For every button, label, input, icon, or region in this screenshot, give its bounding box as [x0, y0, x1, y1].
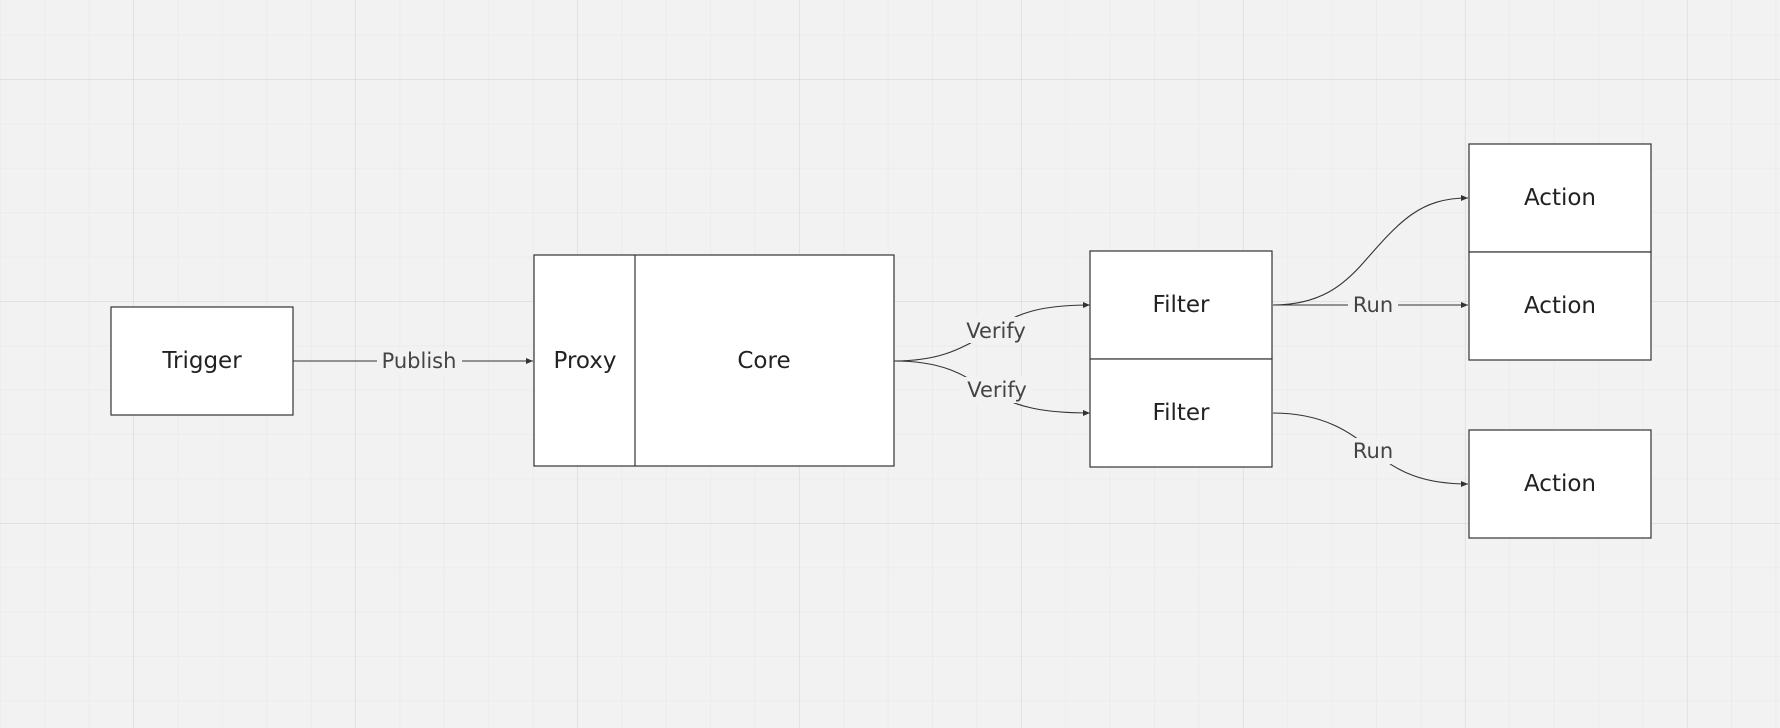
node-action-top[interactable]: Action [1468, 143, 1652, 253]
node-trigger-label: Trigger [161, 348, 242, 374]
edge-label-publish: Publish [382, 349, 457, 373]
node-filter-bottom[interactable]: Filter [1089, 358, 1273, 468]
edge-label-verify-top: Verify [966, 319, 1026, 343]
edge-label-bg-publish [377, 348, 462, 374]
node-action-top-label: Action [1524, 185, 1596, 211]
edge-label-run-bottom: Run [1353, 439, 1393, 463]
node-action-middle[interactable]: Action [1468, 251, 1652, 361]
edge-label-bg-verify-bottom [962, 377, 1032, 403]
node-action-bottom-label: Action [1524, 471, 1596, 497]
node-filter-top[interactable]: Filter [1089, 250, 1273, 360]
node-trigger[interactable]: Trigger [110, 306, 294, 416]
edge-label-run-top: Run [1353, 293, 1393, 317]
edge-label-bg-run-bottom [1348, 438, 1398, 464]
edge-action-top[interactable] [1272, 195, 1469, 306]
node-action-bottom[interactable]: Action [1468, 429, 1652, 539]
node-proxy-core[interactable]: Proxy Core [533, 254, 895, 467]
node-proxy-label: Proxy [553, 348, 616, 374]
node-filter-bottom-label: Filter [1153, 400, 1211, 426]
edge-label-bg-run-top [1348, 292, 1398, 318]
edge-label-verify-bottom: Verify [967, 378, 1027, 402]
edge-label-bg-verify-top [960, 317, 1030, 343]
node-core-label: Core [737, 348, 790, 374]
node-filter-top-label: Filter [1153, 292, 1211, 318]
node-action-middle-label: Action [1524, 293, 1596, 319]
